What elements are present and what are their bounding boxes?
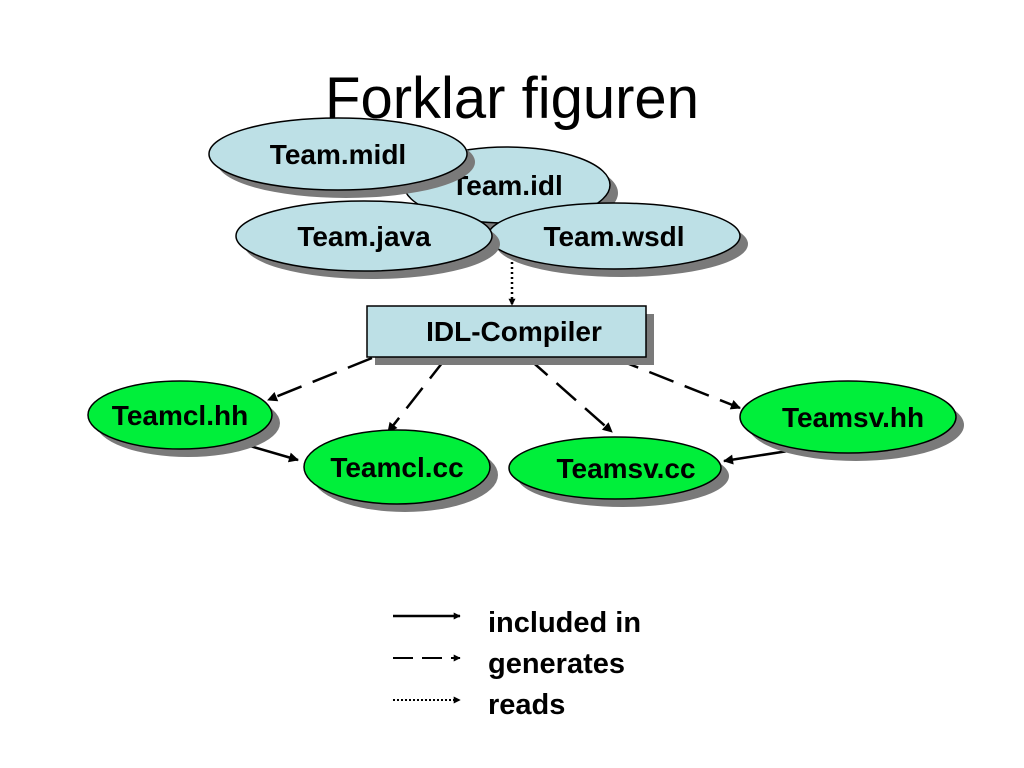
- edge-generates-teamcl-cc: [387, 357, 447, 433]
- node-shape: [208, 117, 468, 191]
- node-label: Team.midl: [270, 139, 406, 170]
- node-shape: [366, 305, 647, 358]
- edge-included-teamsv-hh-cc: [723, 449, 789, 465]
- node-teamcl-hh: Teamcl.hh: [87, 380, 280, 457]
- node-idl-compiler: IDL-Compiler: [366, 305, 654, 365]
- edge-included-teamcl-hh-cc: [249, 444, 299, 463]
- legend-included-in: included in: [488, 607, 641, 639]
- node-label: Team.idl: [451, 170, 563, 201]
- node-teamsv-hh: Teamsv.hh: [739, 380, 964, 461]
- legend-generates: generates: [488, 648, 625, 680]
- node-label: Teamsv.hh: [782, 402, 924, 433]
- legend-reads: reads: [488, 689, 565, 721]
- node-label: Teamcl.hh: [112, 400, 248, 431]
- node-label: IDL-Compiler: [426, 316, 602, 347]
- node-teamcl-cc: Teamcl.cc: [303, 429, 498, 512]
- node-label: Team.wsdl: [543, 221, 684, 252]
- edges: [249, 262, 789, 465]
- node-team-midl: Team.midl: [208, 117, 475, 198]
- node-shape: [508, 436, 722, 500]
- node-label: Team.java: [297, 221, 431, 252]
- legend: included in generates reads: [393, 607, 641, 721]
- node-team-java: Team.java: [235, 200, 500, 279]
- node-label: Teamcl.cc: [330, 452, 463, 483]
- node-team-wsdl: Team.wsdl: [487, 202, 748, 277]
- node-shape: [739, 380, 957, 454]
- node-shape: [87, 380, 273, 450]
- edge-generates-teamcl-hh: [267, 356, 373, 402]
- node-shape: [235, 200, 493, 272]
- node-shape: [303, 429, 491, 505]
- edge-generates-teamsv-cc: [527, 357, 613, 433]
- node-label: Teamsv.cc: [556, 453, 695, 484]
- node-teamsv-cc: Teamsv.cc: [508, 436, 729, 507]
- edge-generates-teamsv-hh: [613, 356, 741, 410]
